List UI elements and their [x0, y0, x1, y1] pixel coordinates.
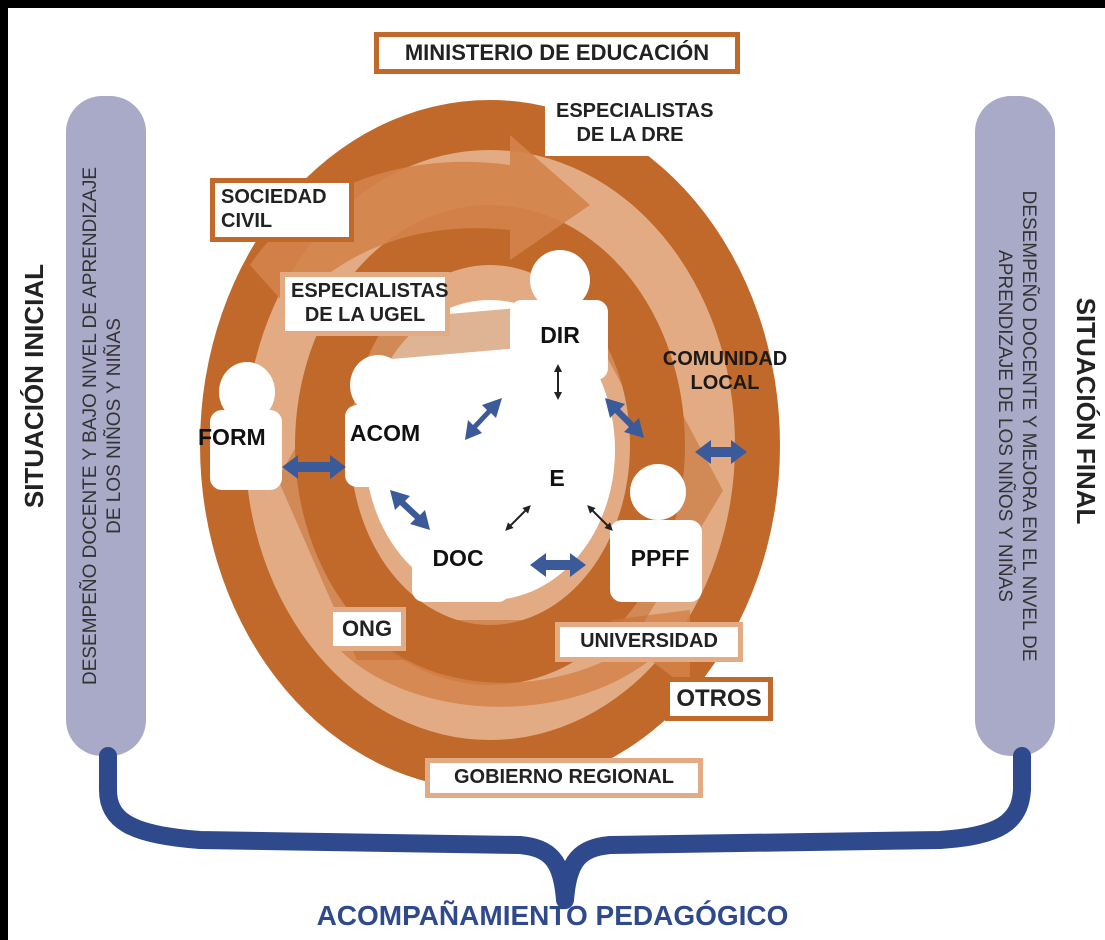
right-bar-shape — [975, 96, 1055, 756]
e-ppff-arrow — [587, 505, 613, 531]
bottom-swoosh — [330, 610, 690, 707]
bottom-brace — [99, 747, 1031, 909]
situacion-inicial-desc: DESEMPEÑO DOCENTE Y BAJO NIVEL DE APREND… — [80, 166, 125, 686]
otros-label: OTROS — [665, 677, 773, 721]
sociedad-label: SOCIEDAD CIVIL — [210, 178, 354, 242]
person-dir — [510, 250, 608, 380]
situacion-final-title: SITUACIÓN FINAL — [1071, 297, 1101, 525]
e-label: E — [549, 465, 565, 491]
top-curved-arrow — [250, 135, 590, 310]
left-bar-shape — [66, 96, 146, 756]
ugel-label: ESPECIALISTAS DE LA UGEL — [280, 272, 450, 336]
person-ppff — [610, 464, 702, 602]
person-acom — [345, 355, 427, 487]
situacion-final-desc: DESEMPEÑO DOCENTE Y MEJORA EN EL NIVEL D… — [994, 190, 1039, 662]
double-arrows — [282, 398, 747, 577]
dir-label: DIR — [540, 322, 580, 348]
situacion-inicial-title: SITUACIÓN INICIAL — [19, 263, 49, 509]
person-form — [210, 362, 282, 490]
e-doc-arrow — [505, 505, 531, 531]
acom-label: ACOM — [349, 420, 421, 446]
doc-label: DOC — [432, 545, 484, 571]
ppff-label: PPFF — [630, 545, 690, 571]
gobierno-label: GOBIERNO REGIONAL — [425, 758, 703, 798]
form-label: FORM — [198, 424, 266, 450]
dre-label: ESPECIALISTAS DE LA DRE — [545, 92, 715, 156]
person-e — [518, 399, 596, 520]
acompanamiento-title: ACOMPAÑAMIENTO PEDAGÓGICO — [316, 900, 789, 931]
comunidad-label: COMUNIDAD LOCAL — [662, 348, 788, 394]
ministerio-label: MINISTERIO DE EDUCACIÓN — [374, 32, 740, 74]
person-doc — [412, 464, 510, 602]
ong-label: ONG — [328, 607, 406, 651]
universidad-label: UNIVERSIDAD — [555, 622, 743, 662]
